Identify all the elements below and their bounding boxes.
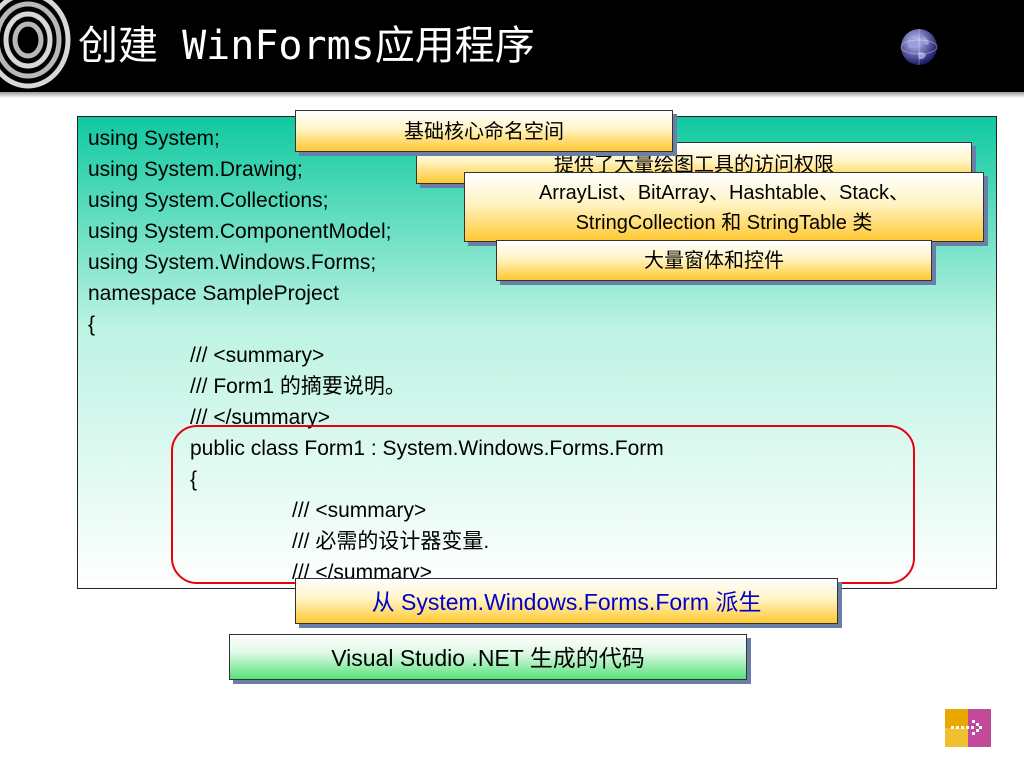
code-line-summary-open: /// <summary> — [190, 344, 325, 367]
callout-collections: ArrayList、BitArray、Hashtable、Stack、 Stri… — [464, 172, 984, 242]
callout-forms-controls: 大量窗体和控件 — [496, 240, 932, 281]
code-line-using-drawing: using System.Drawing; — [88, 158, 303, 181]
code-line-inner-summary-open: /// <summary> — [292, 499, 427, 522]
slide-title: 创建 WinForms应用程序 — [78, 23, 535, 69]
code-line-class-decl: public class Form1 : System.Windows.Form… — [190, 437, 664, 460]
code-line-namespace: namespace SampleProject — [88, 282, 339, 305]
callout-collections-line2: StringCollection 和 StringTable 类 — [575, 212, 873, 234]
code-line-using-componentmodel: using System.ComponentModel; — [88, 220, 392, 243]
callout-generated-code-text: Visual Studio .NET 生成的代码 — [331, 645, 645, 671]
globe-icon — [900, 29, 938, 65]
code-line-using-forms: using System.Windows.Forms; — [88, 251, 377, 274]
callout-core-namespace-text: 基础核心命名空间 — [404, 121, 564, 143]
callout-drawing-access-text: 提供了大量绘图工具的访问权限 — [554, 154, 834, 176]
callout-collections-line1: ArrayList、BitArray、Hashtable、Stack、 — [538, 182, 910, 204]
concentric-rings-logo-icon — [0, 0, 71, 89]
callout-derived-from: 从 System.Windows.Forms.Form 派生 — [295, 578, 838, 624]
code-line-class-brace: { — [190, 468, 198, 491]
code-line-summary-close: /// </summary> — [190, 406, 331, 429]
code-line-using-system: using System; — [88, 127, 220, 150]
callout-generated-code: Visual Studio .NET 生成的代码 — [229, 634, 747, 680]
callout-forms-controls-text: 大量窗体和控件 — [644, 250, 784, 272]
callout-derived-from-text: 从 System.Windows.Forms.Form 派生 — [371, 589, 762, 615]
title-bar: 创建 WinForms应用程序 — [0, 0, 1024, 98]
code-line-brace-open: { — [88, 313, 96, 336]
code-line-using-collections: using System.Collections; — [88, 189, 329, 212]
next-slide-arrow-icon[interactable] — [945, 709, 991, 747]
code-line-inner-summary-text: /// 必需的设计器变量. — [292, 530, 490, 553]
generated-code-highlight — [171, 425, 915, 584]
callout-core-namespace: 基础核心命名空间 — [295, 110, 673, 152]
code-line-summary-text: /// Form1 的摘要说明。 — [190, 375, 406, 398]
